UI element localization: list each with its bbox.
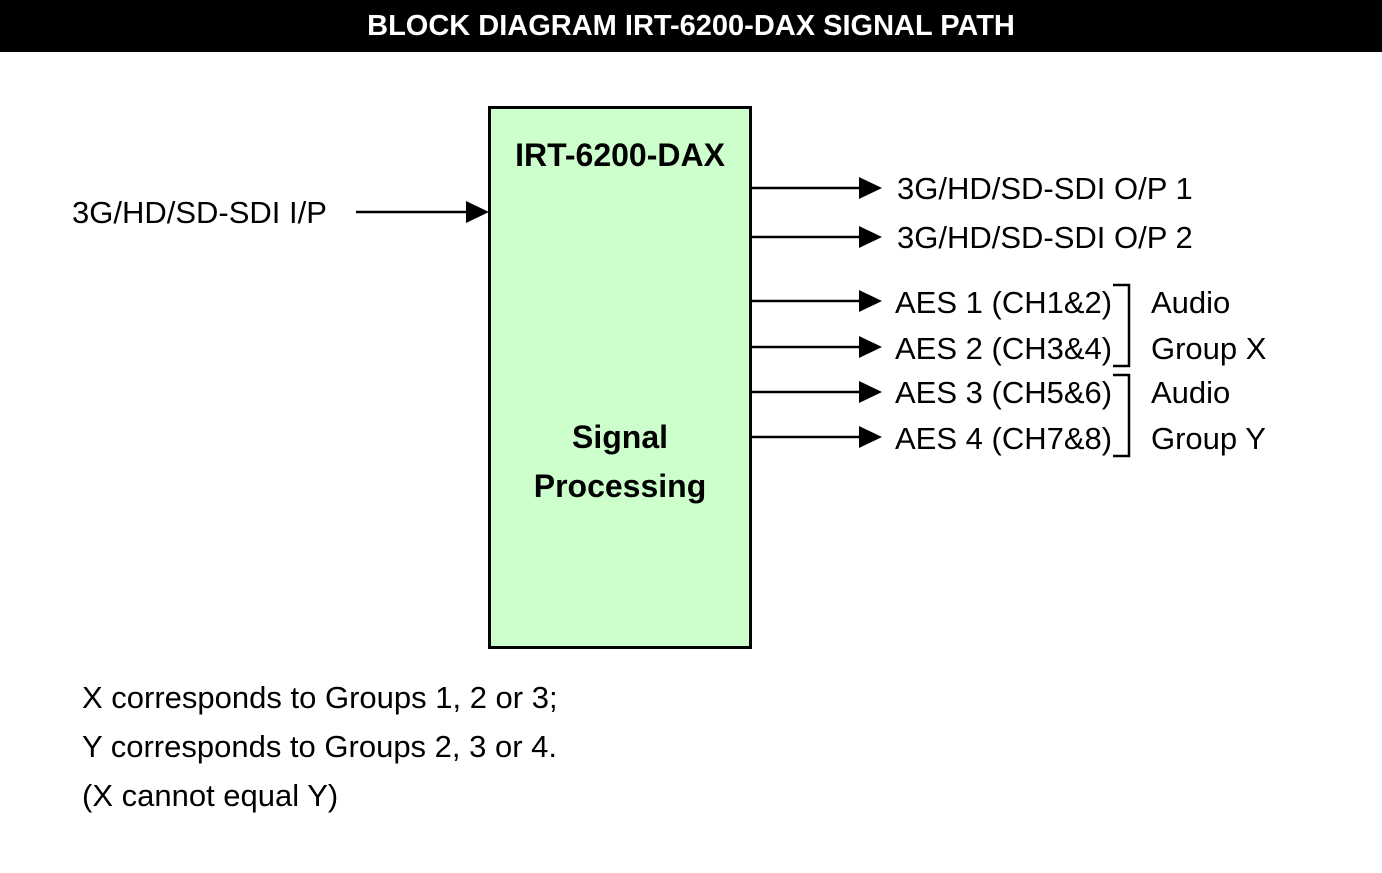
block-name: IRT-6200-DAX	[515, 137, 725, 173]
output-arrow-sdi-1	[751, 177, 882, 199]
output-label-aes-1: AES 1 (CH1&2)	[895, 285, 1113, 320]
processing-block	[488, 106, 752, 649]
group-x-line1: Audio	[1151, 285, 1231, 320]
note-line-1: X corresponds to Groups 1, 2 or 3;	[82, 680, 558, 715]
output-arrow-aes-4	[751, 426, 882, 448]
bracket-group-y	[1113, 373, 1131, 458]
diagram-title: BLOCK DIAGRAM IRT-6200-DAX SIGNAL PATH	[367, 9, 1015, 42]
output-arrow-aes-2	[751, 336, 882, 358]
input-arrow	[356, 201, 489, 223]
output-label-aes-2: AES 2 (CH3&4)	[895, 331, 1113, 366]
group-y-line2: Group Y	[1151, 421, 1266, 456]
output-arrow-aes-1	[751, 290, 882, 312]
output-label-aes-3: AES 3 (CH5&6)	[895, 375, 1113, 410]
note-line-2: Y corresponds to Groups 2, 3 or 4.	[82, 729, 558, 764]
output-label-sdi-1: 3G/HD/SD-SDI O/P 1	[897, 171, 1193, 206]
bracket-group-x	[1113, 283, 1131, 368]
title-bar: BLOCK DIAGRAM IRT-6200-DAX SIGNAL PATH	[0, 0, 1382, 52]
group-x-line2: Group X	[1151, 331, 1267, 366]
input-label: 3G/HD/SD-SDI I/P	[72, 195, 327, 230]
block-function-line1: Signal	[571, 419, 668, 455]
output-arrow-sdi-2	[751, 226, 882, 248]
group-y-line1: Audio	[1151, 375, 1231, 410]
output-arrow-aes-3	[751, 381, 882, 403]
note-line-3: (X cannot equal Y)	[82, 778, 339, 813]
block-function-line2: Processing	[533, 468, 707, 504]
output-label-aes-4: AES 4 (CH7&8)	[895, 421, 1113, 456]
output-label-sdi-2: 3G/HD/SD-SDI O/P 2	[897, 220, 1193, 255]
